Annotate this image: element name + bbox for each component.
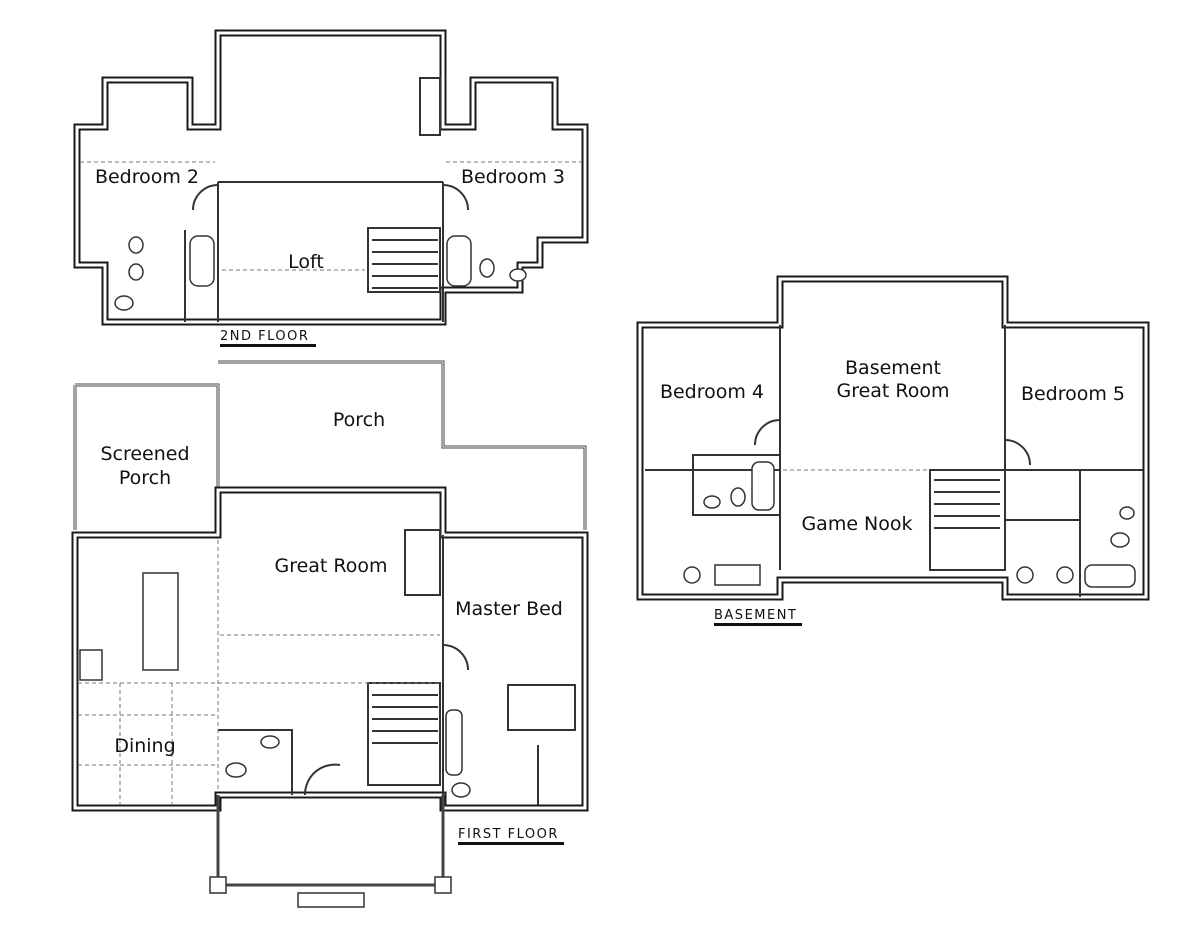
room-label-bedroom-4: Bedroom 4 [660,381,764,403]
room-label-basement-great-room-line1: Basement [845,357,941,379]
room-label-screened-porch-line2: Porch [119,467,171,489]
first-floor-plan: Screened Porch Porch Great Room Master B… [71,360,589,908]
room-label-great-room: Great Room [274,555,387,577]
room-label-basement-great-room-line2: Great Room [836,380,949,402]
basement-plan: Bedroom 4 Basement Great Room Bedroom 5 … [636,275,1150,626]
room-label-bedroom-3: Bedroom 3 [461,166,565,188]
second-floor-plan: Bedroom 2 Bedroom 3 Loft 2ND FLOOR [73,29,589,347]
room-label-bedroom-2: Bedroom 2 [95,166,199,188]
room-label-dining: Dining [114,735,175,757]
room-label-master-bed: Master Bed [455,598,563,620]
room-label-game-nook: Game Nook [801,513,912,535]
floor-title-2nd-floor: 2ND FLOOR [220,329,309,344]
room-label-loft: Loft [288,251,324,273]
room-label-bedroom-5: Bedroom 5 [1021,383,1125,405]
floor-title-first-floor: FIRST FLOOR [458,827,559,842]
room-label-porch: Porch [333,409,385,431]
floor-title-basement: BASEMENT [714,608,797,623]
room-label-screened-porch-line1: Screened [100,443,189,465]
